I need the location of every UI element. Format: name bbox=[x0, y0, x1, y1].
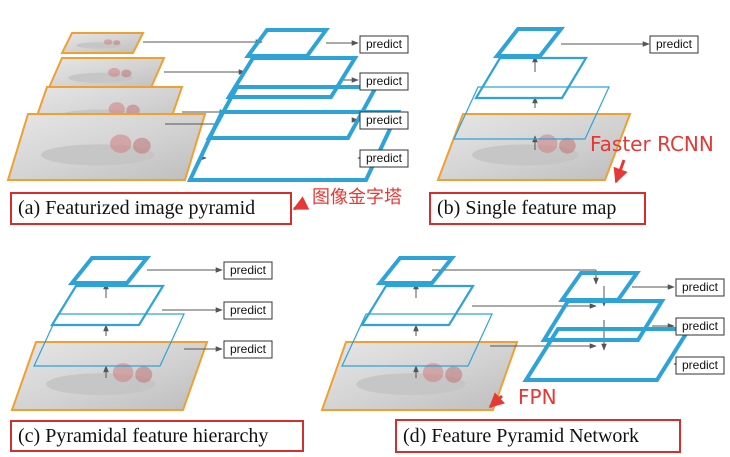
red-arrow-a bbox=[292, 196, 310, 211]
caption-c: (c) Pyramidal feature hierarchy bbox=[10, 420, 304, 452]
svg-text:predict: predict bbox=[366, 113, 403, 127]
hierarchy-image bbox=[10, 341, 209, 411]
connection-arrows bbox=[103, 39, 681, 378]
pyramid-feature-1 bbox=[244, 28, 330, 58]
red-arrow-b bbox=[613, 159, 628, 184]
pyramid-image-4 bbox=[6, 113, 207, 181]
pyramid-image-1 bbox=[60, 32, 145, 54]
annotation-arrows bbox=[292, 159, 628, 409]
svg-text:predict: predict bbox=[230, 263, 267, 277]
predict-a3: predict bbox=[359, 111, 409, 130]
pyramid-image-2 bbox=[46, 57, 166, 91]
predict-c3: predict bbox=[223, 340, 273, 359]
fpn-image bbox=[320, 341, 519, 411]
svg-text:predict: predict bbox=[366, 151, 403, 165]
svg-text:predict: predict bbox=[656, 37, 693, 51]
single-image bbox=[436, 113, 632, 181]
svg-text:predict: predict bbox=[366, 74, 403, 88]
pyramid-feature-2 bbox=[225, 56, 359, 99]
svg-text:predict: predict bbox=[230, 342, 267, 356]
pyramid-feature-4 bbox=[186, 110, 402, 182]
feature-maps bbox=[33, 27, 693, 382]
note-image-pyramid: 图像金字塔 bbox=[312, 187, 402, 208]
predict-a4: predict bbox=[359, 149, 409, 168]
predict-a1: predict bbox=[359, 35, 409, 54]
predict-d2: predict bbox=[675, 317, 725, 336]
predict-c1: predict bbox=[223, 261, 273, 280]
fpn-bottom-feature-2 bbox=[360, 284, 475, 327]
fpn-top-feature-2 bbox=[540, 299, 666, 342]
svg-text:predict: predict bbox=[682, 280, 719, 294]
svg-text:predict: predict bbox=[682, 319, 719, 333]
single-feature-1 bbox=[492, 27, 566, 58]
fpn-top-feature-3 bbox=[522, 327, 693, 382]
fpn-bottom-feature-3 bbox=[341, 313, 493, 367]
caption-d: (d) Feature Pyramid Network bbox=[395, 419, 681, 453]
note-faster-rcnn: Faster RCNN bbox=[590, 132, 714, 156]
caption-b: (b) Single feature map bbox=[429, 192, 646, 225]
single-feature-3 bbox=[453, 86, 610, 140]
hierarchy-feature-2 bbox=[50, 284, 165, 327]
predict-d1: predict bbox=[675, 278, 725, 297]
predict-d3: predict bbox=[675, 356, 725, 375]
hierarchy-feature-1 bbox=[67, 256, 152, 285]
svg-text:predict: predict bbox=[366, 37, 403, 51]
image-layers bbox=[6, 32, 632, 411]
svg-text:predict: predict bbox=[682, 358, 719, 372]
single-feature-2 bbox=[474, 56, 588, 100]
note-fpn: FPN bbox=[518, 385, 557, 409]
fpn-top-feature-1 bbox=[558, 271, 641, 302]
predict-boxes: predict predict predict predict predict predi… bbox=[223, 35, 725, 375]
predict-a2: predict bbox=[359, 72, 409, 91]
fpn-bottom-feature-1 bbox=[375, 256, 457, 285]
hierarchy-feature-3 bbox=[33, 313, 185, 367]
red-arrow-d bbox=[488, 392, 506, 409]
caption-a: (a) Featurized image pyramid bbox=[10, 192, 292, 225]
predict-b: predict bbox=[649, 35, 699, 54]
predict-c2: predict bbox=[223, 301, 273, 320]
svg-text:predict: predict bbox=[230, 303, 267, 317]
